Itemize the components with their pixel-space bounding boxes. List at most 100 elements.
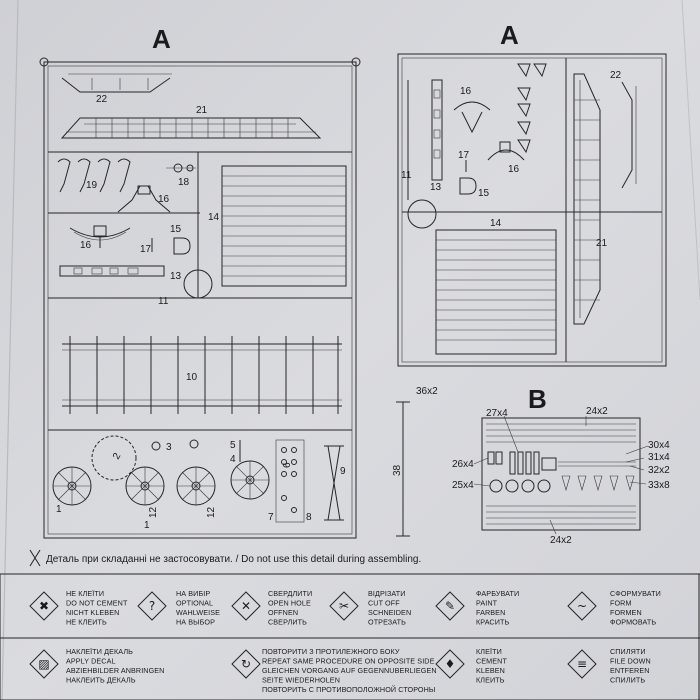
part-17: 17 <box>140 238 153 255</box>
svg-text:≡: ≡ <box>577 657 587 671</box>
svg-text:16: 16 <box>158 194 170 205</box>
svg-text:~: ~ <box>577 599 587 613</box>
svg-text:↻: ↻ <box>241 657 251 671</box>
part-21-right: 21 <box>573 73 608 325</box>
svg-text:✖: ✖ <box>39 599 49 613</box>
svg-text:27x4: 27x4 <box>486 408 508 419</box>
svg-text:32x2: 32x2 <box>648 465 670 476</box>
legend-label: REPEAT SAME PROCEDURE ON OPPOSITE SIDE <box>262 657 435 666</box>
legend-label: ENTFEREN <box>610 666 650 675</box>
part-19-right <box>517 63 547 154</box>
file-icon: ≡ <box>567 649 597 679</box>
part-11-right: 11 <box>401 80 412 200</box>
svg-text:1: 1 <box>144 520 150 531</box>
svg-text:12: 12 <box>148 506 159 518</box>
svg-text:18: 18 <box>178 177 190 188</box>
svg-text:✎: ✎ <box>445 599 455 613</box>
svg-text:21: 21 <box>596 238 608 249</box>
part-13: 13 <box>59 265 182 282</box>
legend-label: СФОРМУВАТИ <box>610 589 661 598</box>
part-3: 3 <box>151 441 172 453</box>
svg-text:13: 13 <box>430 182 442 193</box>
svg-text:36x2: 36x2 <box>416 386 438 397</box>
svg-text:5: 5 <box>230 440 236 451</box>
part-16-right-upper: 16 <box>453 86 491 134</box>
legend-label: KLEBEN <box>476 666 505 675</box>
sprue-letter-a-left: A <box>152 24 171 54</box>
svg-text:11: 11 <box>158 296 169 307</box>
paint-icon: ✎ <box>435 591 465 621</box>
part-15-right: 15 <box>459 177 490 199</box>
legend-label: OPTIONAL <box>176 599 213 608</box>
svg-text:13: 13 <box>170 271 182 282</box>
svg-text:16: 16 <box>508 164 520 175</box>
part-6-9-block: 6 7 8 9 <box>268 439 346 523</box>
legend-label: НЕ КЛЕЇТИ <box>66 589 104 598</box>
no-cement-icon: ✖ <box>29 591 59 621</box>
legend-label: DO NOT CEMENT <box>66 599 128 608</box>
svg-text:6: 6 <box>282 462 293 468</box>
svg-text:10: 10 <box>186 372 198 383</box>
svg-text:1: 1 <box>56 504 62 515</box>
svg-text:4: 4 <box>230 454 236 465</box>
svg-text:24x2: 24x2 <box>586 406 608 417</box>
legend-label: КЛЕИТЬ <box>476 676 505 685</box>
legend-label: НЕ КЛЕИТЬ <box>66 618 107 627</box>
legend-label: NICHT KLEBEN <box>66 608 119 617</box>
legend-label: FILE DOWN <box>610 657 651 666</box>
part-13-right: 13 <box>430 79 443 193</box>
part-4: 4 <box>230 440 241 465</box>
legend-label: CEMENT <box>476 657 507 666</box>
part-15: 15 <box>170 224 191 255</box>
repeat-icon: ↻ <box>231 649 261 679</box>
form-icon: ~ <box>567 591 597 621</box>
legend-label: ВІДРІЗАТИ <box>368 589 405 598</box>
svg-text:▨: ▨ <box>38 657 49 671</box>
svg-text:31x4: 31x4 <box>648 452 670 463</box>
svg-text:12: 12 <box>206 506 217 518</box>
cut-icon: ✂ <box>329 591 359 621</box>
legend-label: WAHLWEISE <box>176 608 220 617</box>
sprue-a-left: A 22 <box>39 24 361 539</box>
svg-text:17: 17 <box>140 244 152 255</box>
legend-label: ОТРЕЗАТЬ <box>368 618 406 627</box>
legend-label: OFFNEN <box>268 608 298 617</box>
cement-icon: ♦ <box>435 649 465 679</box>
legend-label: ФОРМОВАТЬ <box>610 618 656 627</box>
sprue-a-right: A 11 13 16 17 <box>397 20 667 367</box>
part-22: 22 <box>61 73 172 105</box>
svg-text:30x4: 30x4 <box>648 440 670 451</box>
svg-text:26x4: 26x4 <box>452 459 474 470</box>
legend-label: СВЕРДЛИТИ <box>268 589 312 598</box>
legend-label: СВЕРЛИТЬ <box>268 618 307 627</box>
do-not-use-note: Деталь при складанні не застосовувати. /… <box>29 549 421 567</box>
sprue-letter-b: B <box>528 384 547 414</box>
part-16-right-lower: 16 <box>487 141 525 175</box>
svg-text:15: 15 <box>170 224 182 235</box>
part-14: 14 <box>208 165 347 287</box>
svg-text:22: 22 <box>610 70 622 81</box>
legend-label: PAINT <box>476 599 498 608</box>
svg-text:16: 16 <box>80 240 92 251</box>
svg-text:✂: ✂ <box>339 599 349 613</box>
svg-text:9: 9 <box>340 466 346 477</box>
svg-text:21: 21 <box>196 105 208 116</box>
svg-text:24x2: 24x2 <box>550 535 572 546</box>
part-10: 10 <box>62 336 342 414</box>
svg-text:14: 14 <box>490 218 502 229</box>
part-16-lower: 16 <box>69 225 131 251</box>
svg-text:25x4: 25x4 <box>452 480 474 491</box>
legend-label: НА ВЫБОР <box>176 618 215 627</box>
legend-label: APPLY DECAL <box>66 657 116 666</box>
svg-text:♦: ♦ <box>445 657 456 671</box>
dimension-marker: 36x2 38 <box>392 386 438 537</box>
legend-label: FARBEN <box>476 608 505 617</box>
